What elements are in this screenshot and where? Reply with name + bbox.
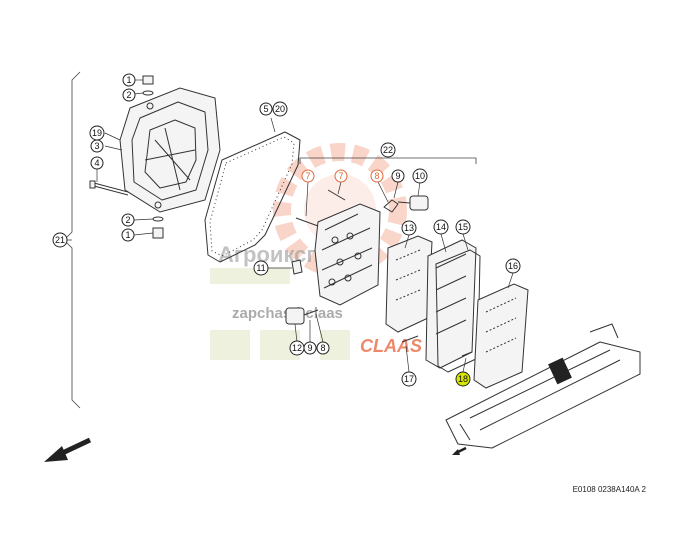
plate-14: [425, 239, 477, 369]
watermark-logo: CLAAS: [360, 336, 422, 356]
svg-text:12: 12: [292, 343, 302, 353]
callout-4: 4: [90, 156, 104, 170]
bracket-22: [299, 157, 477, 164]
svg-text:8: 8: [320, 343, 325, 353]
callout-21: 21: [52, 232, 68, 248]
callout-1: 1: [121, 228, 135, 242]
callout-7: 7: [301, 169, 315, 183]
svg-text:7: 7: [305, 171, 310, 181]
svg-text:1: 1: [126, 75, 131, 85]
svg-text:13: 13: [404, 223, 414, 233]
svg-text:1: 1: [125, 230, 130, 240]
callout-10: 10: [412, 168, 428, 184]
machine-frame-thumbnail: [445, 323, 641, 449]
svg-text:21: 21: [55, 235, 65, 245]
callout-20: 20: [272, 101, 288, 117]
callout-3: 3: [90, 139, 104, 153]
callout-8: 8: [316, 341, 330, 355]
callout-18-highlighted[interactable]: 18: [455, 371, 471, 387]
callout-2: 2: [122, 88, 136, 102]
housing-cover: [119, 87, 221, 213]
svg-text:16: 16: [508, 261, 518, 271]
callout-19: 19: [89, 125, 105, 141]
bracket-11: [291, 259, 303, 275]
callout-9: 9: [303, 341, 317, 355]
callout-16: 16: [505, 258, 521, 274]
bolt-4: [89, 180, 129, 196]
svg-text:7: 7: [338, 171, 343, 181]
svg-text:11: 11: [256, 263, 265, 273]
svg-text:20: 20: [275, 104, 285, 114]
callout-15: 15: [455, 219, 471, 235]
svg-text:4: 4: [94, 158, 99, 168]
callout-17: 17: [401, 371, 417, 387]
callout-11: 11: [253, 260, 269, 276]
leader-lines: [66, 79, 514, 373]
callout-5: 5: [259, 102, 273, 116]
svg-text:5: 5: [263, 104, 268, 114]
svg-text:19: 19: [92, 128, 102, 138]
svg-text:17: 17: [404, 374, 414, 384]
solenoid-10: [397, 195, 429, 211]
svg-text:14: 14: [436, 222, 446, 232]
pin-7a: [295, 217, 319, 227]
valve-body: [314, 203, 381, 306]
callout-12: 12: [289, 340, 305, 356]
pin-7b: [327, 189, 346, 201]
screw-18: [461, 351, 473, 357]
arrow-large-icon: [44, 437, 92, 462]
svg-text:8: 8: [374, 171, 379, 181]
callout-13: 13: [401, 220, 417, 236]
svg-text:18: 18: [458, 374, 468, 384]
plug-bottom: [152, 216, 164, 239]
reference-code: E0108 0238A140A 2: [573, 485, 647, 494]
callout-1: 1: [122, 73, 136, 87]
callout-7: 7: [334, 169, 348, 183]
svg-text:22: 22: [383, 145, 393, 155]
svg-text:9: 9: [307, 343, 312, 353]
svg-text:2: 2: [126, 90, 131, 100]
svg-text:10: 10: [415, 171, 425, 181]
plate-13: [385, 235, 433, 333]
svg-text:3: 3: [94, 141, 99, 151]
callout-8: 8: [370, 169, 384, 183]
svg-text:9: 9: [395, 171, 400, 181]
arrow-small-icon: [452, 446, 467, 455]
callout-14: 14: [433, 219, 449, 235]
callout-9: 9: [391, 169, 405, 183]
callout-2: 2: [121, 213, 135, 227]
svg-text:2: 2: [125, 215, 130, 225]
plate-16: [473, 283, 529, 389]
clip-8: [383, 199, 399, 213]
screw-17: [401, 335, 419, 343]
callout-22: 22: [380, 142, 396, 158]
gasket: [204, 131, 301, 263]
svg-text:15: 15: [458, 222, 468, 232]
plug-top: [142, 75, 154, 96]
